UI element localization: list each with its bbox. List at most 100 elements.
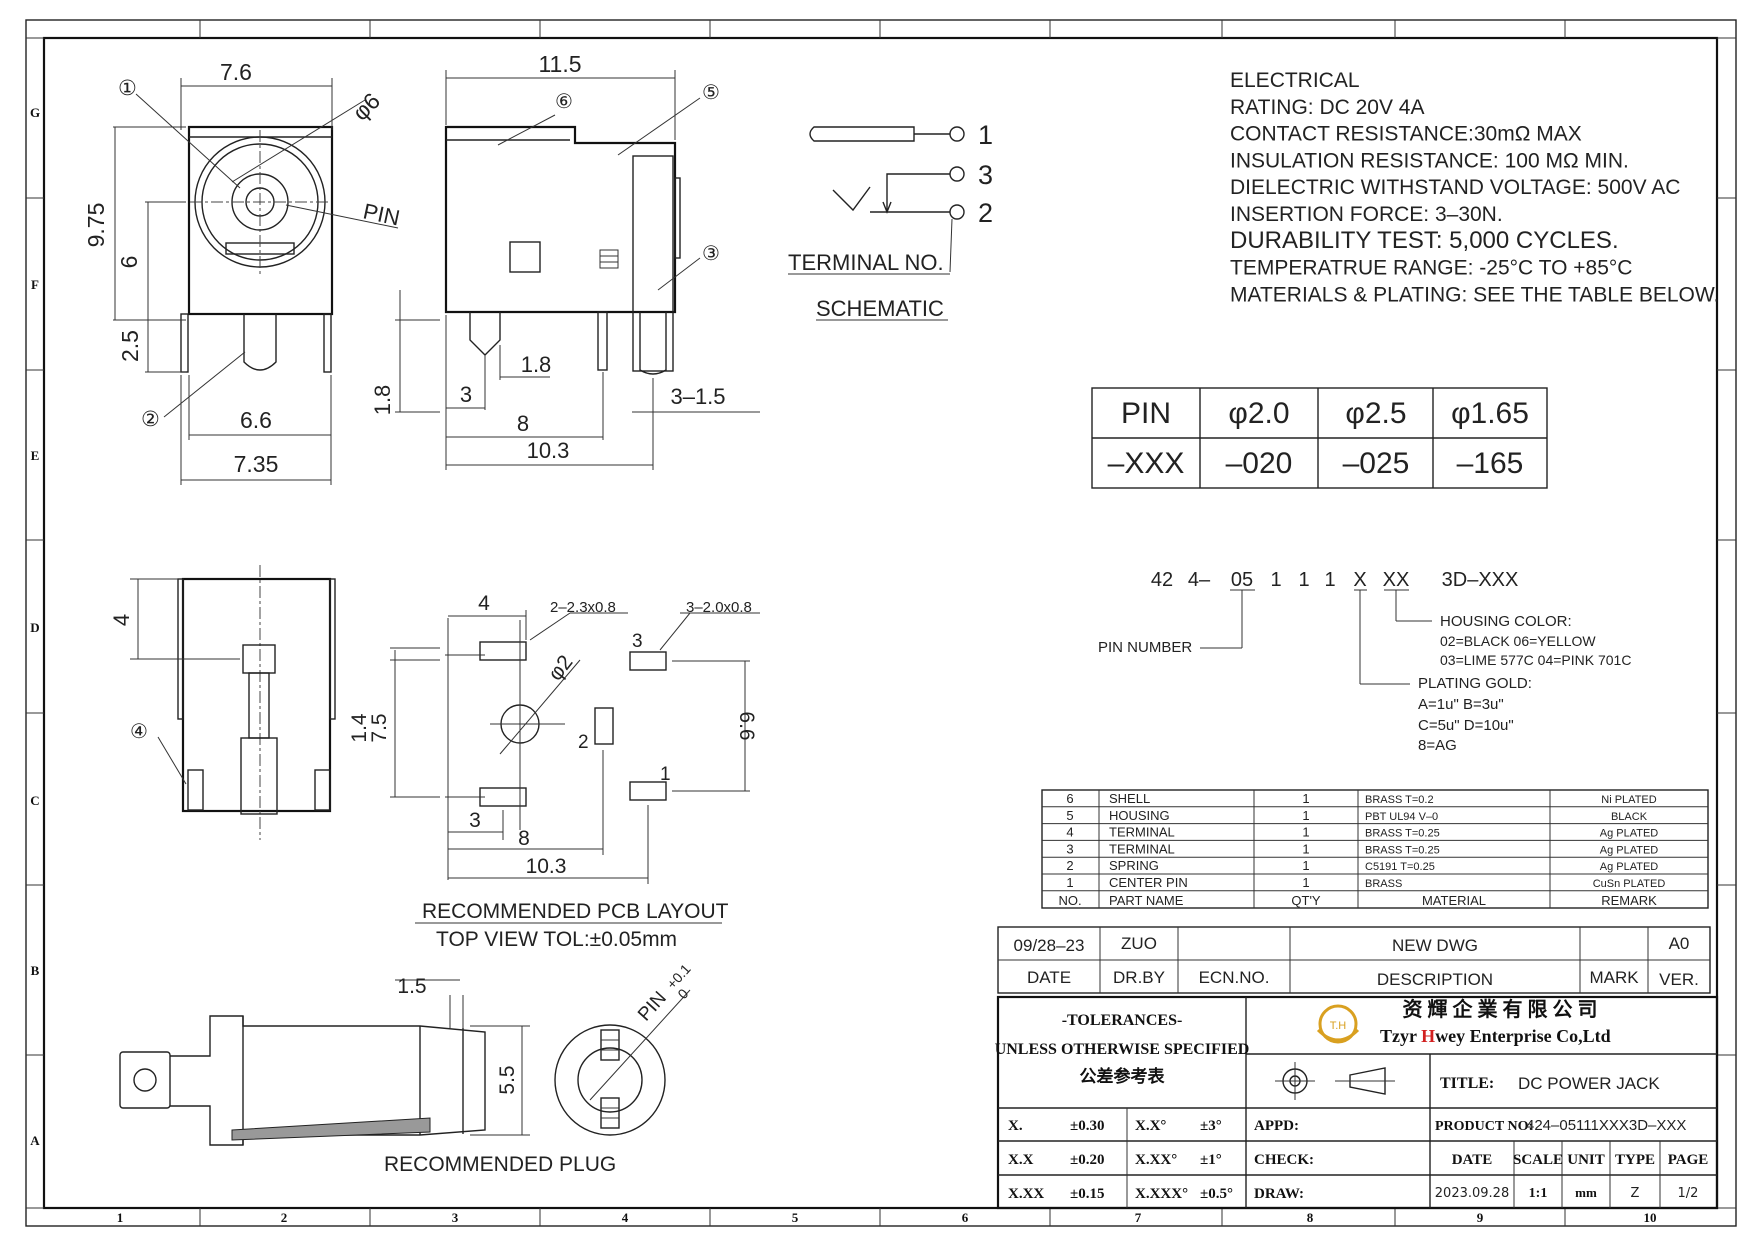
rev-h-desc: DESCRIPTION xyxy=(1377,970,1493,989)
callout-4: ④ xyxy=(130,721,148,743)
pcb-hole-b: 3–2.0x0.8 xyxy=(686,599,752,616)
callout-6: ⑥ xyxy=(555,91,573,113)
part-code-seg-4: 1 xyxy=(1298,569,1309,591)
bom-h-qty: QT'Y xyxy=(1291,893,1321,908)
front-dim-w: 7.6 xyxy=(220,59,252,85)
h-page: PAGE xyxy=(1668,1152,1709,1168)
border-row-E: E xyxy=(31,448,40,463)
company-en-c: wey Enterprise Co,Ltd xyxy=(1435,1026,1610,1046)
bom-remark: Ag PLATED xyxy=(1600,828,1659,840)
spec-line-1: RATING: DC 20V 4A xyxy=(1230,96,1425,119)
tol-c: X.XX° xyxy=(1135,1152,1177,1168)
callout-3: ③ xyxy=(702,243,720,265)
bom-material: BRASS T=0.2 xyxy=(1365,794,1434,806)
rev-h-mark: MARK xyxy=(1589,968,1639,987)
border-row-A: A xyxy=(30,1133,40,1148)
plating-l3: 8=AG xyxy=(1418,737,1457,754)
check-label: CHECK: xyxy=(1254,1152,1314,1168)
plug-dim-5-5: 5.5 xyxy=(496,1065,519,1094)
border-row-F: F xyxy=(31,277,39,292)
spec-line-0: ELECTRICAL xyxy=(1230,69,1360,92)
tol-c: X.X° xyxy=(1135,1118,1166,1134)
h-scale: SCALE xyxy=(1513,1152,1563,1168)
pcb-layout: 1.4 7.5 4 2–2.3x0.8 3–2.0x0.8 φ2 6.6 3 2… xyxy=(348,592,760,951)
spec-line-8: MATERIALS & PLATING: SEE THE TABLE BELOW… xyxy=(1230,283,1719,306)
pin-table-header-1: φ2.0 xyxy=(1228,397,1289,430)
tol-c: X.XXX° xyxy=(1135,1186,1188,1202)
title-label: TITLE: xyxy=(1440,1075,1494,1092)
border-col-9: 9 xyxy=(1477,1210,1484,1225)
bom-name: CENTER PIN xyxy=(1109,875,1188,890)
border-row-C: C xyxy=(30,793,39,808)
part-code-seg-3: 1 xyxy=(1270,569,1281,591)
bom-no: 1 xyxy=(1066,875,1073,890)
border-col-5: 5 xyxy=(792,1210,799,1225)
schematic-title: SCHEMATIC xyxy=(816,296,944,321)
tol-d: ±0.5° xyxy=(1200,1186,1233,1202)
border-col-3: 3 xyxy=(452,1210,459,1225)
pcb-dim-dia2: φ2 xyxy=(544,651,578,685)
callout-5: ⑤ xyxy=(702,82,720,104)
pcb-dim-7-5: 7.5 xyxy=(368,713,391,742)
border-col-2: 2 xyxy=(281,1210,288,1225)
part-code-seg-6: X xyxy=(1353,569,1366,591)
plug-title: RECOMMENDED PLUG xyxy=(384,1153,616,1176)
pcb-dim-1-4: 1.4 xyxy=(348,713,371,743)
bom-qty: 1 xyxy=(1302,858,1309,873)
front-dim-h: 9.75 xyxy=(83,203,109,248)
tol-a: X. xyxy=(1008,1118,1023,1134)
pin-table-code-1: –020 xyxy=(1226,447,1293,480)
border-row-G: G xyxy=(30,105,40,120)
side-view: 11.5 1.8 1.8 3 8 10.3 3–1.5 ⑥ ⑤ ③ xyxy=(370,51,760,470)
terminal-num-1: 1 xyxy=(978,120,993,150)
part-code-seg-8: 3D–XXX xyxy=(1442,569,1519,591)
front-dim-body: 7.35 xyxy=(234,451,279,477)
pcb-dim-8: 8 xyxy=(518,827,530,850)
border-row-D: D xyxy=(30,620,39,635)
h-type: TYPE xyxy=(1615,1152,1655,1168)
pin-table-code-0: –XXX xyxy=(1108,447,1185,480)
bom-remark: Ag PLATED xyxy=(1600,844,1659,856)
spec-line-4: DIELECTRIC WITHSTAND VOLTAGE: 500V AC xyxy=(1230,176,1680,199)
appd-label: APPD: xyxy=(1254,1118,1299,1134)
bom-qty: 1 xyxy=(1302,791,1309,806)
bom-name: TERMINAL xyxy=(1109,841,1175,856)
v-scale: 1:1 xyxy=(1529,1186,1548,1201)
revision-block: 09/28–23 ZUO NEW DWG A0 DATE DR.BY ECN.N… xyxy=(997,926,1711,994)
rev-h-by: DR.BY xyxy=(1113,968,1165,987)
bom-no: 5 xyxy=(1066,808,1073,823)
tol-a: X.XX xyxy=(1008,1186,1044,1202)
v-type: Z xyxy=(1631,1186,1640,1201)
callout-1: ① xyxy=(118,77,137,100)
plug-dim-1-5: 1.5 xyxy=(397,975,426,998)
bom-material: C5191 T=0.25 xyxy=(1365,861,1435,873)
h-date: DATE xyxy=(1452,1152,1493,1168)
rev-h-ecn: ECN.NO. xyxy=(1199,968,1270,987)
pcb-pad-1: 1 xyxy=(660,764,671,785)
border-col-1: 1 xyxy=(117,1210,124,1225)
v-date: 2023.09.28 xyxy=(1435,1186,1509,1201)
pin-table-header-3: φ1.65 xyxy=(1451,397,1529,430)
part-code-seg-2: 05 xyxy=(1231,569,1253,591)
rev-h-ver: VER. xyxy=(1659,970,1699,989)
v-page: 1/2 xyxy=(1678,1186,1699,1201)
h-unit: UNIT xyxy=(1567,1152,1605,1168)
border-col-10: 10 xyxy=(1644,1210,1657,1225)
pcb-dim-10-3: 10.3 xyxy=(526,855,567,878)
side-dim-w: 11.5 xyxy=(538,51,581,77)
tol-b: ±0.30 xyxy=(1070,1118,1104,1134)
callout-2: ② xyxy=(141,408,160,431)
pcb-pad-2: 2 xyxy=(578,732,589,753)
bom-h-no: NO. xyxy=(1058,893,1081,908)
part-code-seg-0: 42 xyxy=(1151,569,1173,591)
terminal-num-3: 3 xyxy=(978,160,993,190)
bom-name: TERMINAL xyxy=(1109,825,1175,840)
pcb-layout-title: RECOMMENDED PCB LAYOUT xyxy=(422,900,729,923)
rev-ver: A0 xyxy=(1669,934,1690,953)
projection-symbol xyxy=(1275,1062,1395,1100)
bom-no: 2 xyxy=(1066,858,1073,873)
product-label: PRODUCT NO: xyxy=(1435,1119,1533,1134)
part-code-seg-7: XX xyxy=(1383,569,1410,591)
side-dim-3-1-5: 3–1.5 xyxy=(670,384,725,409)
